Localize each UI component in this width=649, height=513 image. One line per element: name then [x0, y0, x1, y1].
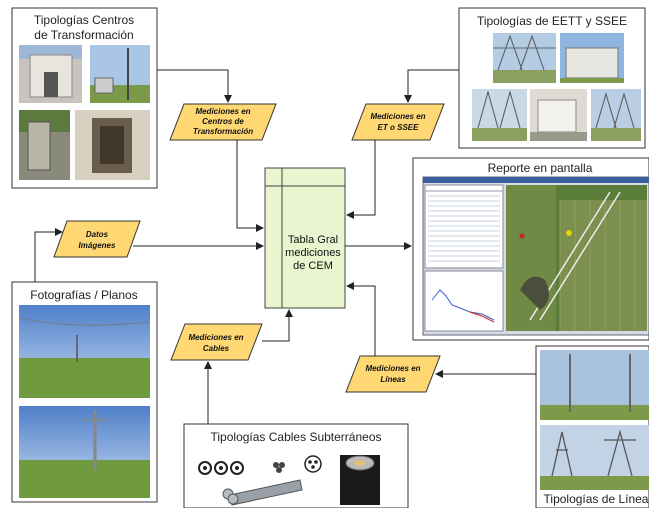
mediciones-eett-node: Mediciones en ET o SSEE — [351, 103, 445, 141]
eett-photo-2 — [560, 33, 624, 83]
centros-transformacion-box: Tipologías Centros de Transformación — [11, 7, 158, 189]
reporte-pantalla-box: Reporte en pantalla — [412, 157, 649, 341]
para-centros-line1: Mediciones en — [195, 107, 250, 116]
para-centros-line3: Transformación — [193, 127, 253, 136]
lineas-title: Tipologías de Líneas — [544, 492, 649, 506]
screen-capture — [422, 176, 649, 336]
para-datos-line1: Datos — [86, 230, 109, 239]
tipologias-lineas-box: Tipologías de Líneas — [535, 345, 649, 509]
tabla-line3: de CEM — [293, 260, 333, 272]
edge-eett-to-para — [404, 69, 459, 103]
fotografias-planos-box: Fotografías / Planos — [11, 281, 158, 503]
centros-title-line2: de Transformación — [34, 28, 133, 42]
para-datos-line2: Imágenes — [79, 241, 116, 250]
eett-photo-3 — [472, 89, 527, 141]
edge-fotos-to-datos — [34, 228, 63, 282]
cable-cutaway-image — [340, 455, 380, 505]
edge-para-centros-to-table — [236, 140, 264, 232]
data-table-panel — [424, 184, 504, 269]
mediciones-cables-node: Mediciones en Cables — [170, 323, 263, 361]
cables-title: Tipologías Cables Subterráneos — [211, 430, 382, 444]
eett-photo-5 — [591, 89, 641, 141]
fotos-title: Fotografías / Planos — [30, 288, 137, 302]
eett-ssee-box: Tipologías de EETT y SSEE — [458, 7, 646, 149]
tabla-line1: Tabla Gral — [288, 234, 338, 246]
connectors — [34, 69, 536, 424]
cables-subterraneos-box: Tipologías Cables Subterráneos — [183, 423, 409, 509]
edge-para-cables-to-table — [262, 309, 293, 342]
centros-title-line1: Tipologías Centros — [34, 13, 134, 27]
graph-panel — [424, 270, 504, 332]
para-lineas-line1: Mediciones en — [365, 364, 420, 373]
para-eett-line1: Mediciones en — [370, 112, 425, 121]
tabla-gral-node: Tabla Gral mediciones de CEM — [264, 167, 346, 309]
tabla-line2: mediciones — [285, 247, 341, 259]
foto-photo-2 — [19, 406, 150, 498]
cable-bundle-image — [222, 479, 303, 506]
edge-para-lineas-to-table — [346, 282, 376, 356]
para-cables-line2: Cables — [203, 344, 230, 353]
lineas-photo-1 — [540, 350, 649, 420]
centros-photo-3 — [19, 110, 70, 180]
eett-photo-4 — [530, 89, 587, 141]
map-view — [506, 185, 647, 331]
para-centros-line2: Centros de — [202, 117, 244, 126]
reporte-title: Reporte en pantalla — [488, 161, 593, 175]
foto-photo-1 — [19, 305, 150, 398]
eett-photo-1 — [493, 33, 556, 83]
lineas-photo-2 — [540, 425, 649, 490]
edge-centros-to-para — [157, 69, 232, 103]
mediciones-lineas-node: Mediciones en Líneas — [345, 355, 441, 393]
edge-para-eett-to-table — [346, 140, 376, 219]
centros-photo-4 — [75, 110, 150, 180]
centros-photo-1 — [19, 45, 82, 103]
centros-photo-2 — [90, 45, 150, 103]
datos-imagenes-node: Datos Imágenes — [53, 220, 141, 258]
eett-title: Tipologías de EETT y SSEE — [477, 14, 627, 28]
cable-section-icons — [198, 455, 322, 475]
para-lineas-line2: Líneas — [380, 375, 406, 384]
para-cables-line1: Mediciones en — [188, 333, 243, 342]
mediciones-centros-node: Mediciones en Centros de Transformación — [169, 103, 277, 141]
para-eett-line2: ET o SSEE — [378, 123, 420, 132]
